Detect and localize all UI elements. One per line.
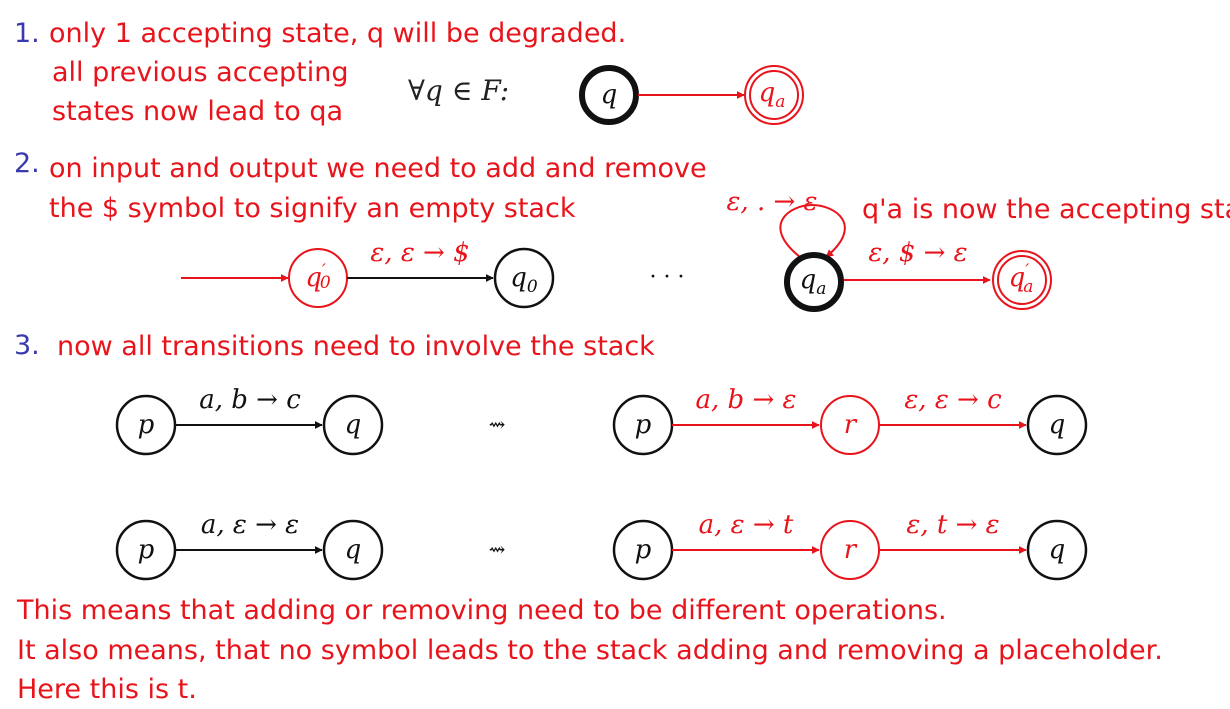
label-push-dollar: ε, ε → $ (370, 238, 469, 268)
footer-line-2: It also means, that no symbol leads to t… (17, 635, 1163, 666)
state-qa: qa (784, 252, 844, 312)
row2-right-p-label: p (635, 535, 652, 565)
row1-right-p-label: p (635, 410, 652, 440)
section3-number: 3. (14, 330, 40, 361)
svg-text:qa: qa (800, 265, 827, 299)
section3-row2: p a, ε → ε q ⇝ p a, ε → t r ε, t → ε q (115, 510, 1088, 581)
row1-leads-to-arrow: ⇝ (489, 412, 506, 436)
section2-line-2: the $ symbol to signify an empty stack (49, 193, 576, 224)
state-q0-prime: q′0 (288, 248, 348, 308)
row2-left-state-q (322, 519, 384, 581)
row1-left-q-label: q (345, 410, 362, 440)
row2-right-r-label: r (844, 535, 858, 565)
section1-diagram: q qa (579, 65, 804, 125)
section3-row1: p a, b → c q ⇝ p a, b → ε r ε, ε → c q (115, 385, 1088, 456)
row2-right-label-2: ε, t → ε (906, 510, 999, 540)
state-qa-label: qa (759, 78, 786, 112)
self-loop-qa (779, 203, 846, 258)
section2-number: 2. (14, 148, 40, 179)
row1-right-label-2: ε, ε → c (904, 385, 1002, 415)
ellipsis: · · · (650, 265, 685, 290)
row1-left-label: a, b → c (199, 385, 301, 415)
row2-left-p-label: p (138, 535, 155, 565)
row2-left-label: a, ε → ε (201, 510, 299, 540)
row2-leads-to-arrow: ⇝ (489, 537, 506, 561)
state-q (579, 65, 639, 125)
state-q-label: q (601, 80, 618, 110)
row1-left-state-q (322, 394, 384, 456)
row2-right-state-q (1026, 519, 1088, 581)
section1-subline-1: all previous accepting (52, 57, 349, 88)
row1-right-state-q (1026, 394, 1088, 456)
row1-right-q-label: q (1049, 410, 1066, 440)
row1-left-p-label: p (138, 410, 155, 440)
svg-text:q0: q0 (510, 263, 538, 297)
row2-right-label-1: a, ε → t (699, 510, 794, 540)
row2-left-q-label: q (345, 535, 362, 565)
for-all-formula: ∀q ∈ F: (408, 74, 510, 107)
row1-right-label-1: a, b → ε (696, 385, 797, 415)
state-qa-accepting: qa (744, 65, 804, 125)
section3-heading: now all transitions need to involve the … (57, 331, 655, 362)
footer-line-1: This means that adding or removing need … (17, 595, 947, 626)
svg-text:q′a: q′a (1009, 261, 1034, 297)
section2-line-1: on input and output we need to add and r… (49, 153, 707, 184)
accepting-state-note: q'a is now the accepting state! (862, 194, 1230, 225)
state-q0: q0 (493, 247, 555, 309)
section2-diagram: q′0 ε, ε → $ q0 · · · ε, . → ε qa ε, $ →… (181, 187, 1052, 312)
svg-text:q′0: q′0 (305, 261, 331, 293)
state-qa-prime-accepting: q′a (992, 250, 1052, 310)
row1-right-r-label: r (844, 410, 858, 440)
row2-right-q-label: q (1049, 535, 1066, 565)
section1-subline-2: states now lead to qa (52, 96, 344, 127)
label-self-loop: ε, . → ε (726, 187, 817, 217)
section1-heading: only 1 accepting state, q will be degrad… (49, 18, 627, 49)
label-pop-dollar: ε, $ → ε (868, 238, 967, 268)
section1-number: 1. (14, 18, 40, 49)
footer-line-3: Here this is t. (17, 674, 197, 705)
